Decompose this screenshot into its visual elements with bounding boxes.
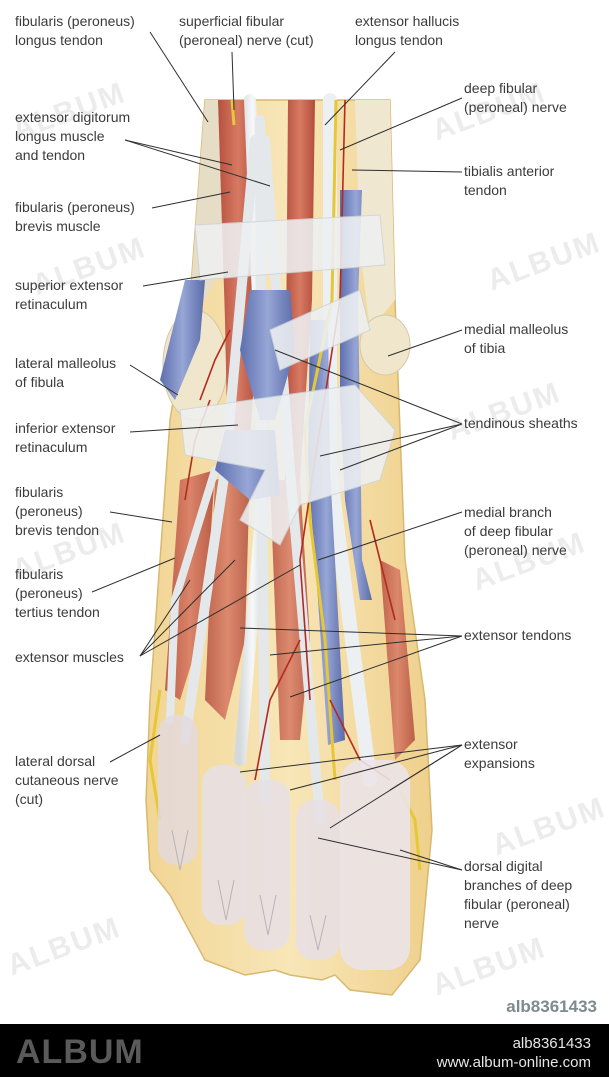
label-extensor-hallucis-longus-tendon: extensor hallucis longus tendon — [355, 13, 460, 48]
label-extensor-muscles: extensor muscles — [15, 649, 124, 665]
label-deep-fibular-nerve: deep fibular (peroneal) nerve — [464, 80, 567, 115]
footer-bar — [0, 1024, 609, 1077]
label-tendinous-sheaths: tendinous sheaths — [464, 415, 578, 431]
footer-image-id: alb8361433 — [512, 1035, 591, 1052]
label-extensor-tendons: extensor tendons — [464, 627, 572, 643]
footer-url-link[interactable]: www.album-online.com — [436, 1054, 591, 1071]
label-medial-branch-deep-fibular: medial branch of deep fibular (peroneal)… — [464, 504, 567, 558]
leader-lines — [91, 31, 463, 871]
label-dorsal-digital-branches: dorsal digital branches of deep fibular … — [464, 858, 573, 931]
label-extensor-expansions: extensor expansions — [464, 736, 535, 771]
label-superficial-fibular-nerve: superficial fibular (peroneal) nerve (cu… — [179, 13, 314, 48]
brand-logo[interactable]: ALBUM — [16, 1033, 144, 1071]
label-extensor-digitorum-longus: extensor digitorum longus muscle and ten… — [15, 109, 131, 163]
label-fibularis-brevis-muscle: fibularis (peroneus) brevis muscle — [15, 199, 135, 234]
label-lateral-dorsal-cutaneous-nerve: lateral dorsal cutaneous nerve (cut) — [15, 753, 119, 807]
label-inferior-extensor-retinaculum: inferior extensor retinaculum — [15, 420, 116, 455]
label-medial-malleolus: medial malleolus of tibia — [464, 321, 569, 356]
foot-illustration — [91, 31, 463, 996]
label-fibularis-tertius-tendon: fibularis (peroneus) tertius tendon — [15, 566, 100, 620]
label-lateral-malleolus: lateral malleolus of fibula — [15, 355, 117, 390]
label-fibularis-brevis-tendon: fibularis (peroneus) brevis tendon — [15, 484, 100, 538]
label-fibularis-longus-tendon: fibularis (peroneus) longus tendon — [15, 13, 135, 48]
label-tibialis-anterior-tendon: tibialis anterior tendon — [464, 163, 555, 198]
label-superior-extensor-retinaculum: superior extensor retinaculum — [15, 277, 124, 312]
image-id: alb8361433 — [506, 997, 597, 1016]
